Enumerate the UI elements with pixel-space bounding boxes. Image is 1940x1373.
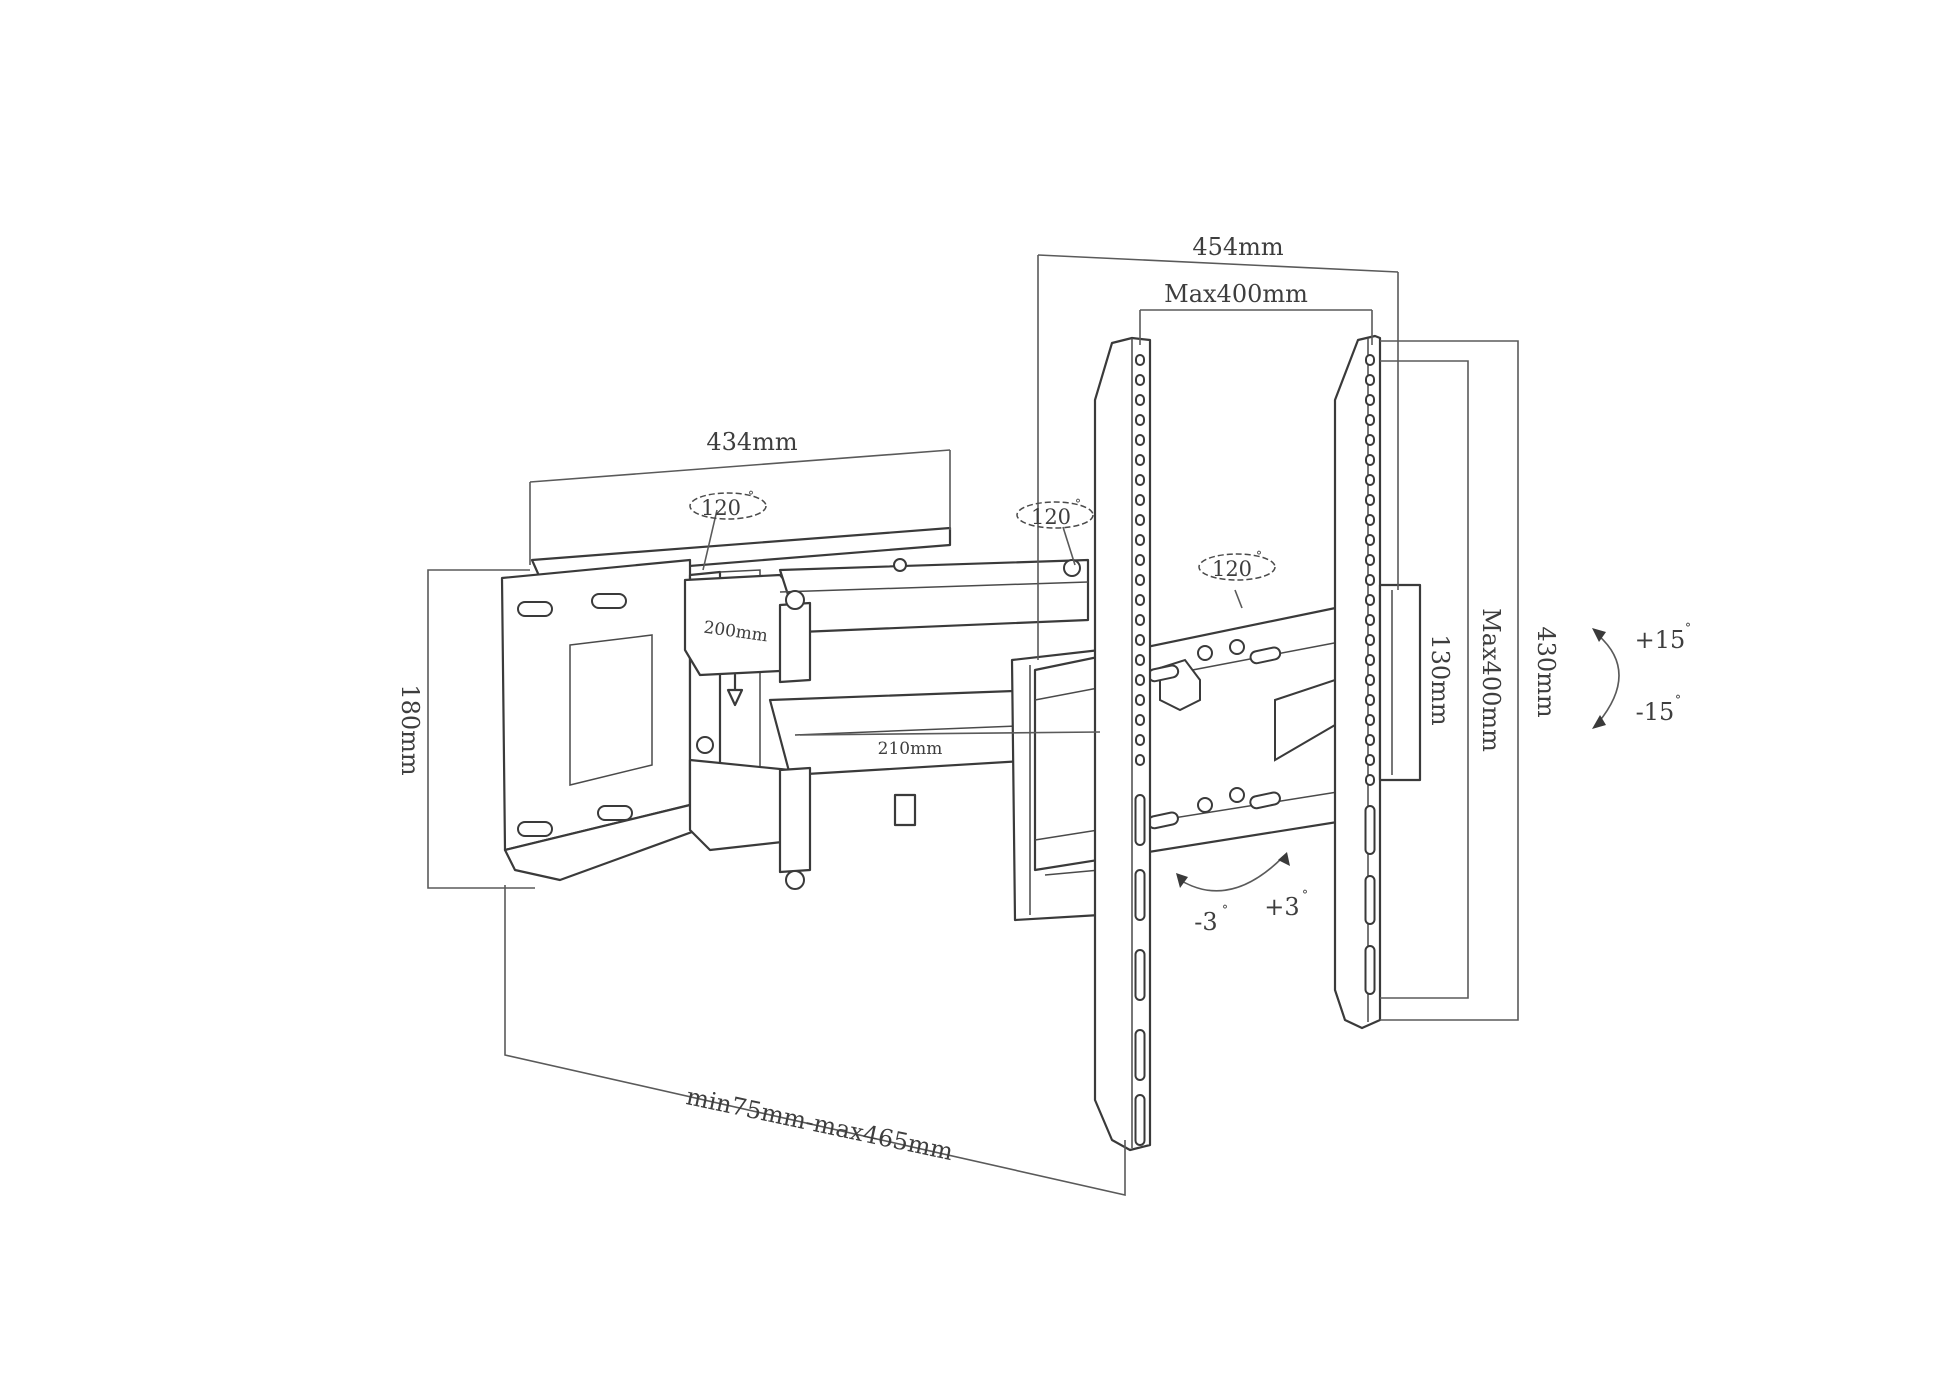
label-tilt-up: +15 xyxy=(1635,626,1686,654)
rail-hole xyxy=(1365,574,1375,586)
lower-arm xyxy=(688,688,1042,890)
rail-hole xyxy=(1135,674,1145,686)
rail-hole xyxy=(1135,394,1145,406)
label-extension: min75mm-max465mm xyxy=(684,1082,956,1166)
rail-hole xyxy=(1365,434,1375,446)
rail-hole xyxy=(1135,554,1145,566)
label-wall-plate-width: 434mm xyxy=(706,428,798,456)
rail-hole xyxy=(1365,754,1375,766)
dimension-lines xyxy=(427,254,1519,1197)
right-vertical-rail xyxy=(1333,334,1422,1030)
upper-arm xyxy=(683,558,1090,684)
rail-hole xyxy=(1365,674,1375,686)
rail-hole xyxy=(1365,774,1375,786)
rail-slot xyxy=(1364,875,1376,925)
degree-rotate-left: ° xyxy=(1222,903,1228,917)
rail-hole xyxy=(1365,514,1375,526)
tilt-arrow xyxy=(1592,628,1620,729)
swivel-ellipse-head xyxy=(1198,553,1276,581)
rail-slot xyxy=(1134,794,1146,846)
label-rotate-left: -3 xyxy=(1194,908,1217,936)
label-bracket-height: 430mm xyxy=(1532,626,1560,718)
degree-rotate-right: ° xyxy=(1302,888,1308,902)
rail-slot xyxy=(1364,945,1376,995)
rail-slot xyxy=(1364,805,1376,855)
rail-hole xyxy=(1365,494,1375,506)
label-tilt-down: -15 xyxy=(1636,698,1675,726)
rail-hole xyxy=(1365,374,1375,386)
rail-hole xyxy=(1135,594,1145,606)
rail-hole xyxy=(1135,534,1145,546)
rail-hole xyxy=(1135,374,1145,386)
cross-bar xyxy=(1033,603,1352,872)
rail-hole xyxy=(1365,554,1375,566)
rail-hole xyxy=(1135,754,1145,766)
down-arrow xyxy=(726,673,744,707)
rail-hole xyxy=(1365,614,1375,626)
label-wall-plate-height: 180mm xyxy=(396,684,424,776)
degree-tilt-up: ° xyxy=(1685,621,1691,635)
label-swivel-wall: 120 xyxy=(701,496,741,520)
rail-slot xyxy=(1134,1029,1146,1081)
rail-hole xyxy=(1135,354,1145,366)
label-arm-long: 210mm xyxy=(878,739,943,759)
degree-swivel-middle: ° xyxy=(1075,497,1081,511)
rail-hole xyxy=(1135,434,1145,446)
rail-hole xyxy=(1135,414,1145,426)
label-plate-width: 454mm xyxy=(1192,233,1284,261)
label-vesa-horizontal: Max400mm xyxy=(1164,280,1308,308)
rail-hole xyxy=(1135,574,1145,586)
rail-hole xyxy=(1135,654,1145,666)
rail-slot xyxy=(1134,869,1146,921)
rail-hole xyxy=(1365,734,1375,746)
rail-hole xyxy=(1135,614,1145,626)
rail-hole xyxy=(1365,594,1375,606)
rail-hole xyxy=(1135,734,1145,746)
rail-hole xyxy=(1135,514,1145,526)
degree-swivel-head: ° xyxy=(1256,549,1262,563)
rail-hole xyxy=(1365,394,1375,406)
rail-hole xyxy=(1365,714,1375,726)
rail-hole xyxy=(1135,454,1145,466)
rail-hole xyxy=(1135,694,1145,706)
rail-hole xyxy=(1135,474,1145,486)
rail-hole xyxy=(1135,634,1145,646)
label-inner-height: 130mm xyxy=(1426,634,1454,726)
label-rotate-right: +3 xyxy=(1264,893,1299,921)
rail-hole xyxy=(1365,454,1375,466)
degree-tilt-down: ° xyxy=(1675,693,1681,707)
swivel-ellipse-middle xyxy=(1016,501,1094,529)
rail-slot xyxy=(1134,1094,1146,1146)
rail-hole xyxy=(1365,354,1375,366)
degree-swivel-wall: ° xyxy=(748,489,754,503)
rail-hole xyxy=(1365,414,1375,426)
rail-hole xyxy=(1365,634,1375,646)
rail-hole xyxy=(1365,694,1375,706)
label-swivel-head: 120 xyxy=(1212,557,1252,581)
label-swivel-middle: 120 xyxy=(1031,505,1071,529)
rail-hole xyxy=(1365,534,1375,546)
rail-hole xyxy=(1135,494,1145,506)
rail-hole xyxy=(1135,714,1145,726)
rail-hole xyxy=(1365,654,1375,666)
label-vesa-vertical: Max400mm xyxy=(1477,608,1505,752)
swivel-ellipse-wall xyxy=(689,492,767,520)
rail-slot xyxy=(1134,949,1146,1001)
rotation-arrow xyxy=(1176,852,1290,892)
rail-hole xyxy=(1365,474,1375,486)
